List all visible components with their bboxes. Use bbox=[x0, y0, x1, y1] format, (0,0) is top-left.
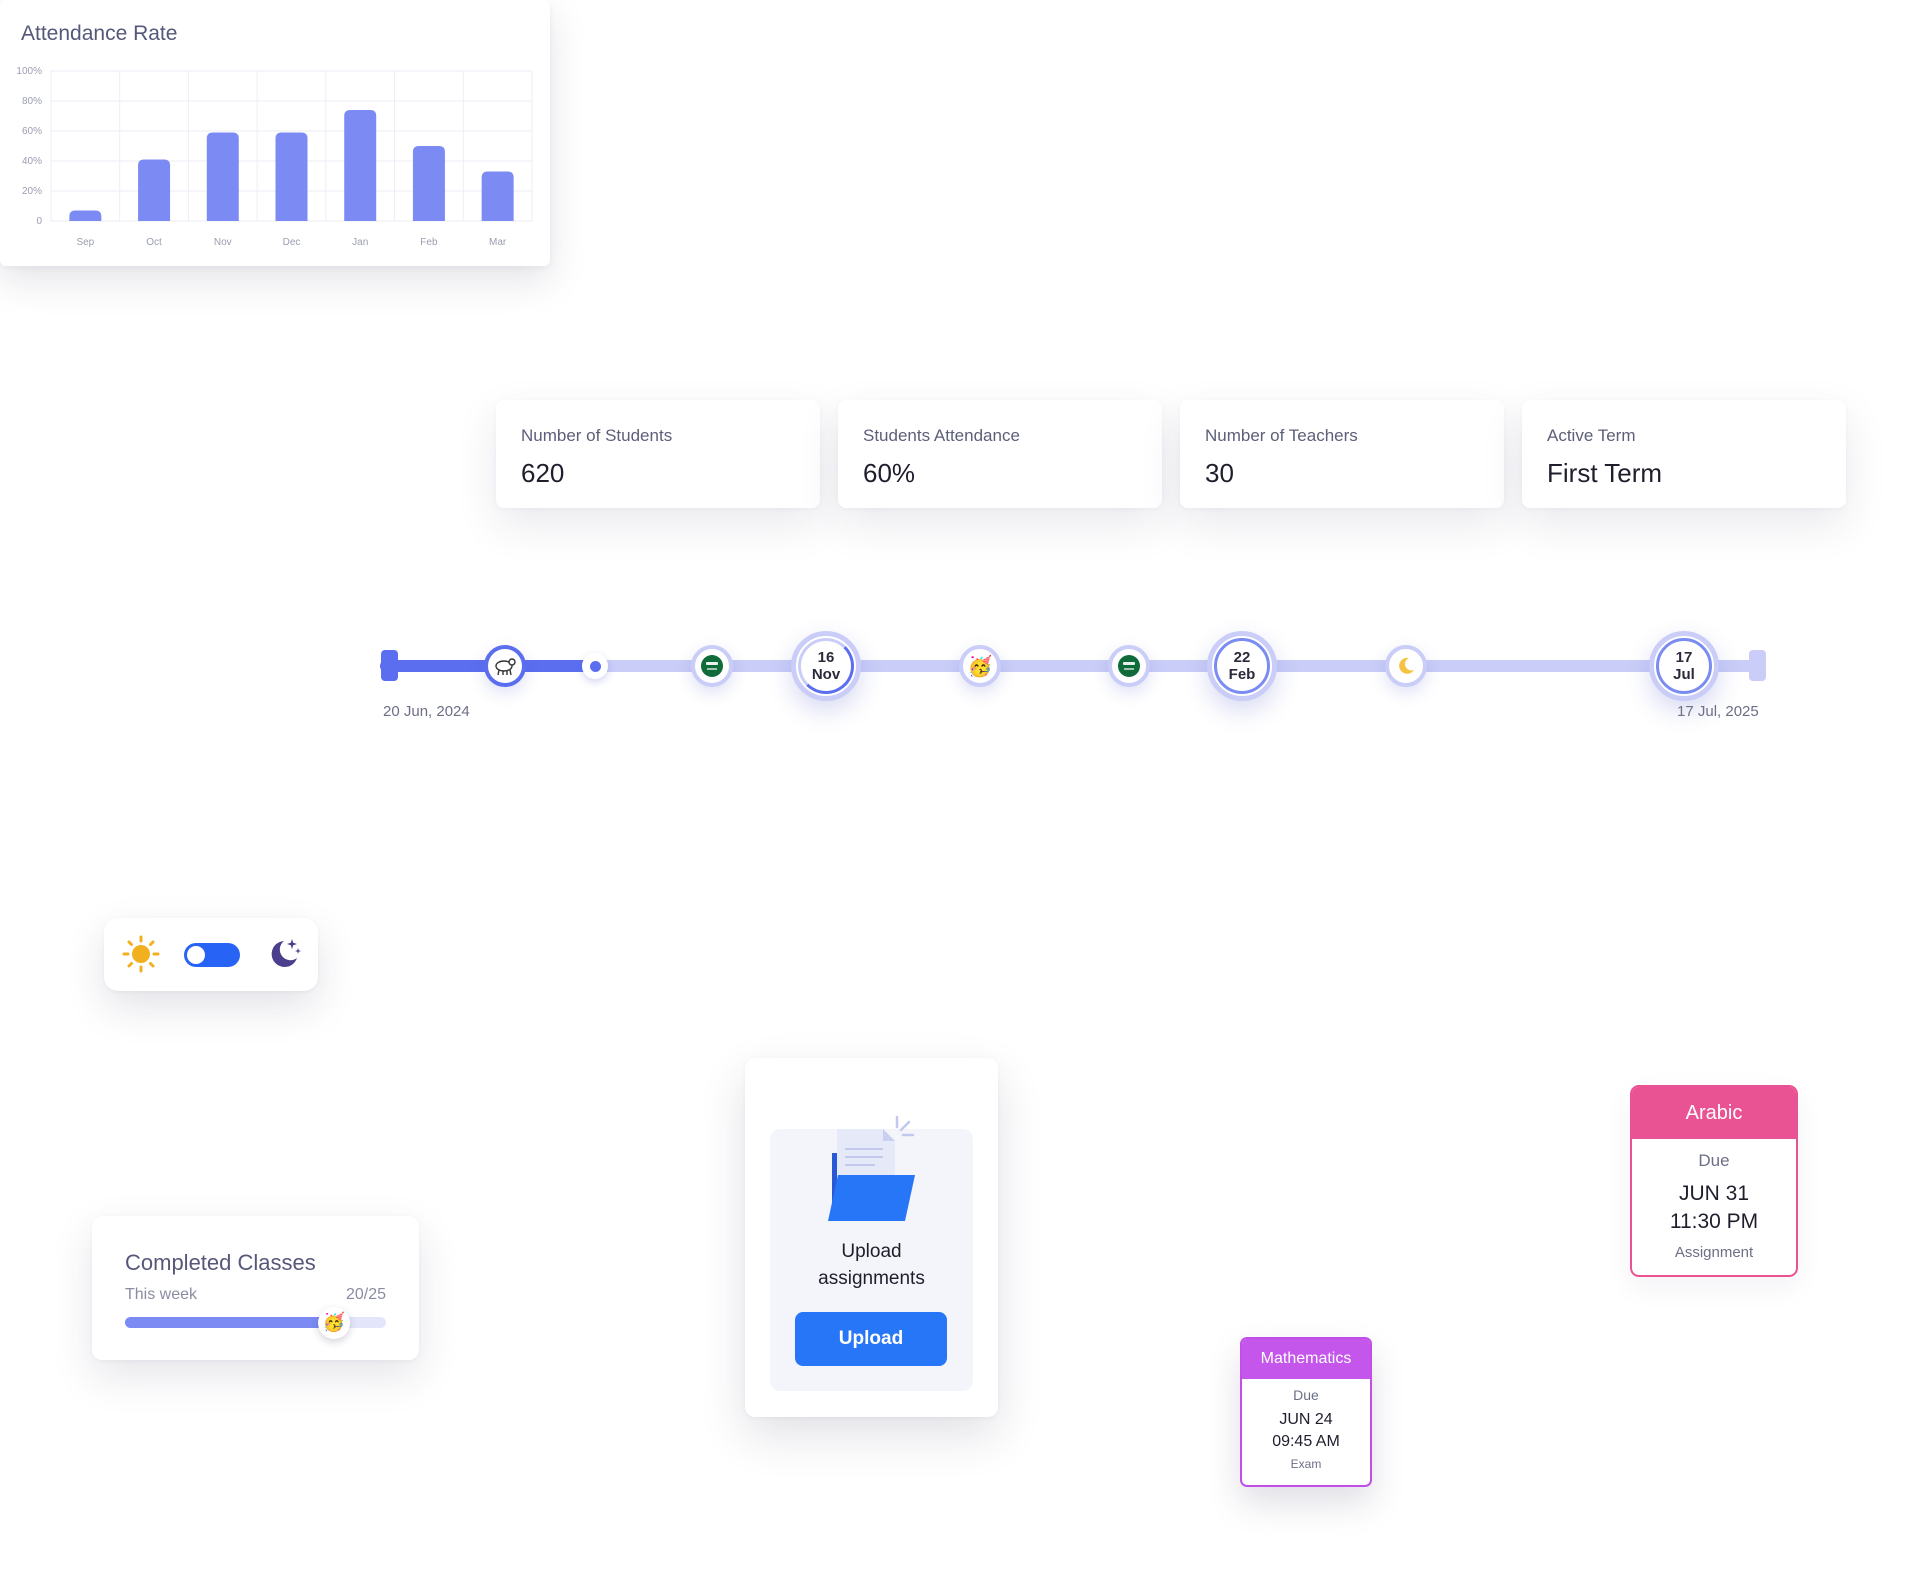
x-tick-label: Jan bbox=[352, 237, 368, 248]
timeline-event-national-day[interactable] bbox=[691, 645, 733, 687]
timeline-date-ring: 22 Feb bbox=[1214, 638, 1270, 694]
x-tick-label: Mar bbox=[489, 237, 507, 248]
completed-classes-progress: 🥳 bbox=[125, 1307, 386, 1339]
x-tick-label: Sep bbox=[76, 237, 94, 248]
timeline-end-cap bbox=[1749, 650, 1766, 681]
timeline-date-month: Feb bbox=[1228, 666, 1256, 683]
chart-bar bbox=[344, 110, 377, 221]
y-tick-label: 20% bbox=[22, 186, 42, 197]
due-card-datetime: JUN 24 09:45 AM bbox=[1242, 1409, 1370, 1453]
upload-title-line: Upload bbox=[841, 1241, 902, 1262]
due-card-subject: Mathematics bbox=[1242, 1339, 1370, 1379]
timeline-start-date: 20 Jun, 2024 bbox=[383, 703, 470, 720]
upload-dropzone[interactable]: Upload assignments Upload bbox=[770, 1115, 973, 1391]
stat-card-active-term: Active Term First Term bbox=[1522, 400, 1846, 508]
timeline-date-marker[interactable]: 17 Jul bbox=[1649, 631, 1719, 701]
stat-card-attendance: Students Attendance 60% bbox=[838, 400, 1162, 508]
timeline-current-handle[interactable] bbox=[582, 653, 608, 679]
stat-value: 620 bbox=[521, 458, 565, 488]
timeline-date-day: 17 bbox=[1675, 649, 1693, 666]
timeline-date-month: Nov bbox=[811, 666, 841, 683]
saudi-flag-icon bbox=[701, 655, 723, 677]
x-tick-label: Oct bbox=[146, 237, 162, 248]
due-card-date: JUN 31 bbox=[1678, 1182, 1750, 1205]
upload-title: Upload assignments bbox=[770, 1238, 973, 1292]
upload-button[interactable]: Upload bbox=[795, 1312, 947, 1366]
timeline-date-day: 22 bbox=[1233, 649, 1251, 666]
timeline-date-ring: 17 Jul bbox=[1656, 638, 1712, 694]
due-card-date: JUN 24 bbox=[1279, 1411, 1333, 1428]
x-tick-label: Dec bbox=[283, 237, 301, 248]
completed-classes-card: Completed Classes This week 20/25 🥳 bbox=[92, 1216, 419, 1360]
due-card-datetime: JUN 31 11:30 PM bbox=[1632, 1180, 1796, 1236]
timeline-event-founding-day[interactable] bbox=[1108, 645, 1150, 687]
theme-toggle-card bbox=[104, 918, 318, 991]
stat-label: Number of Teachers bbox=[1205, 426, 1358, 445]
due-card-label: Due bbox=[1293, 1387, 1319, 1403]
theme-toggle-switch[interactable] bbox=[184, 943, 240, 967]
due-card-label: Due bbox=[1698, 1151, 1730, 1170]
chart-bar bbox=[69, 210, 102, 221]
moon-stars-icon[interactable] bbox=[264, 934, 304, 974]
sun-icon[interactable] bbox=[121, 934, 161, 974]
timeline-event-celebration[interactable]: 🥳 bbox=[959, 645, 1001, 687]
crescent-moon-icon bbox=[1399, 657, 1414, 674]
academic-timeline[interactable]: 16 Nov 🥳 22 Feb 17 Jul 20 Jun, 2024 bbox=[380, 620, 1780, 740]
due-card-arabic[interactable]: Arabic Due JUN 31 11:30 PM Assignment bbox=[1630, 1085, 1798, 1277]
y-tick-label: 100% bbox=[16, 66, 42, 77]
timeline-event-ramadan[interactable] bbox=[1385, 645, 1427, 687]
stat-label: Active Term bbox=[1547, 426, 1636, 445]
y-tick-label: 0 bbox=[36, 216, 42, 227]
party-face-icon: 🥳 bbox=[322, 1312, 345, 1333]
attendance-chart: 0 20% 40% 60% 80% 100% Sep Oct Nov Dec Jan Feb Mar bbox=[16, 66, 533, 248]
stat-label: Students Attendance bbox=[863, 426, 1020, 445]
stat-value: 30 bbox=[1205, 458, 1234, 488]
attendance-chart-card: 0 20% 40% 60% 80% 100% Sep Oct Nov Dec Jan Feb Mar A… bbox=[0, 0, 550, 266]
timeline-date-ring: 16 Nov bbox=[798, 638, 854, 694]
completed-classes-count: 20/25 bbox=[345, 1286, 386, 1303]
progress-knob: 🥳 bbox=[317, 1307, 350, 1339]
chart-bar bbox=[481, 171, 514, 221]
saudi-flag-icon bbox=[1118, 655, 1140, 677]
due-card-mathematics[interactable]: Mathematics Due JUN 24 09:45 AM Exam bbox=[1240, 1337, 1372, 1487]
toggle-knob bbox=[187, 946, 205, 964]
timeline-date-marker[interactable]: 16 Nov bbox=[791, 631, 861, 701]
stat-value: 60% bbox=[863, 458, 916, 488]
due-card-type: Exam bbox=[1290, 1457, 1322, 1471]
timeline-date-month: Jul bbox=[1673, 666, 1695, 683]
due-card-type: Assignment bbox=[1674, 1244, 1754, 1261]
y-tick-label: 80% bbox=[22, 96, 42, 107]
stat-card-students: Number of Students 620 bbox=[496, 400, 820, 508]
due-card-time: 11:30 PM bbox=[1669, 1210, 1759, 1233]
due-card-time: 09:45 AM bbox=[1272, 1433, 1340, 1450]
timeline-date-marker[interactable]: 22 Feb bbox=[1207, 631, 1277, 701]
upload-assignments-card: Upload assignments Upload bbox=[745, 1058, 998, 1417]
timeline-end-date: 17 Jul, 2025 bbox=[1677, 703, 1759, 720]
x-tick-label: Nov bbox=[214, 237, 232, 248]
chart-bar bbox=[275, 132, 308, 221]
completed-classes-progress-fill bbox=[125, 1317, 334, 1328]
party-face-icon: 🥳 bbox=[967, 654, 993, 678]
chart-bar bbox=[412, 146, 445, 221]
y-tick-label: 40% bbox=[22, 156, 42, 167]
timeline-start-cap bbox=[381, 650, 398, 681]
timeline-event-sheep[interactable] bbox=[484, 645, 526, 687]
stat-label: Number of Students bbox=[521, 426, 673, 445]
chart-bar bbox=[138, 159, 171, 221]
chart-bar bbox=[206, 132, 239, 221]
sheep-icon bbox=[495, 658, 516, 676]
stat-value: First Term bbox=[1547, 458, 1663, 488]
x-tick-label: Feb bbox=[420, 237, 438, 248]
chart-title: Attendance Rate bbox=[21, 22, 178, 45]
due-card-body: Due JUN 31 11:30 PM Assignment bbox=[1632, 1151, 1796, 1261]
completed-classes-title: Completed Classes bbox=[125, 1250, 316, 1275]
stat-card-teachers: Number of Teachers 30 bbox=[1180, 400, 1504, 508]
due-card-subject: Arabic bbox=[1632, 1087, 1796, 1139]
due-card-body: Due JUN 24 09:45 AM Exam bbox=[1242, 1387, 1370, 1471]
y-tick-label: 60% bbox=[22, 126, 42, 137]
folder-upload-icon bbox=[828, 1115, 915, 1221]
upload-title-line: assignments bbox=[818, 1268, 925, 1289]
completed-classes-period: This week bbox=[125, 1286, 198, 1303]
timeline-date-day: 16 bbox=[817, 649, 835, 666]
